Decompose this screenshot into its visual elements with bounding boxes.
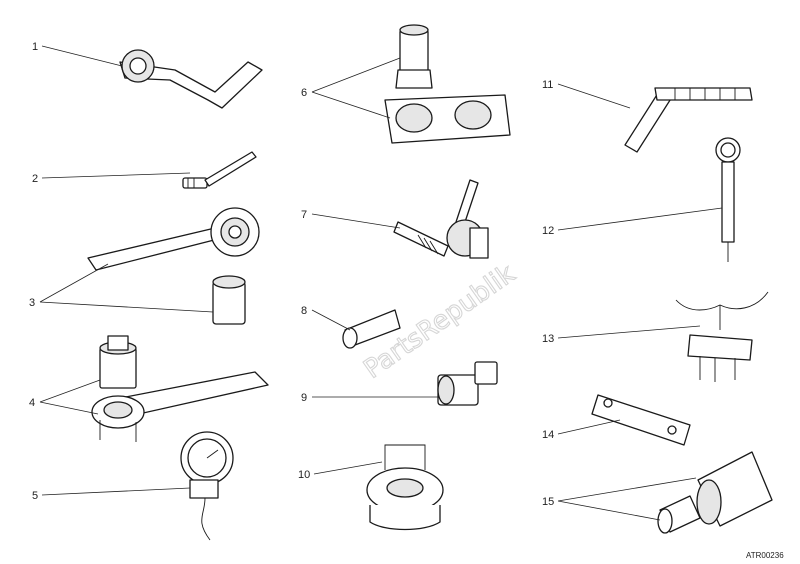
callout-12: 12 [542,225,554,237]
callout-11: 11 [542,79,553,91]
tool-2-pin-tool [182,151,257,189]
tool-10-cap-with-handle [366,444,444,531]
tool-15-sleeves [657,451,773,534]
tool-9-sleeve [437,361,498,406]
callout-10: 10 [298,469,310,481]
callout-7: 7 [301,209,307,221]
tool-6-socket-and-plate [384,24,511,144]
callout-13: 13 [542,333,554,345]
callout-14: 14 [542,429,554,441]
tool-3-spanner-and-socket [87,207,260,325]
drawing-reference-code: ATR00236 [746,551,784,560]
callout-8: 8 [301,305,307,317]
tool-11-t-handle [624,87,753,153]
tool-4-sleeve-and-spanner [91,335,269,442]
callout-1: 1 [32,41,38,53]
tool-12-dial-indicator [715,137,741,262]
tool-1-angled-wrench [119,49,263,109]
callout-2: 2 [32,173,38,185]
callout-3: 3 [29,297,35,309]
tool-8-cone [342,309,401,349]
callout-5: 5 [32,490,38,502]
callouts: 1 2 3 4 5 6 7 8 9 10 11 12 13 14 15 [29,41,723,521]
callout-4: 4 [29,397,35,409]
tool-7-compound-tool [393,179,489,259]
tool-14-bar-tool [591,394,691,446]
callout-15: 15 [542,496,554,508]
tool-5-dial-gauge-bracket [180,431,234,541]
tool-13-puller [675,291,769,382]
callout-9: 9 [301,392,307,404]
callout-6: 6 [301,87,307,99]
